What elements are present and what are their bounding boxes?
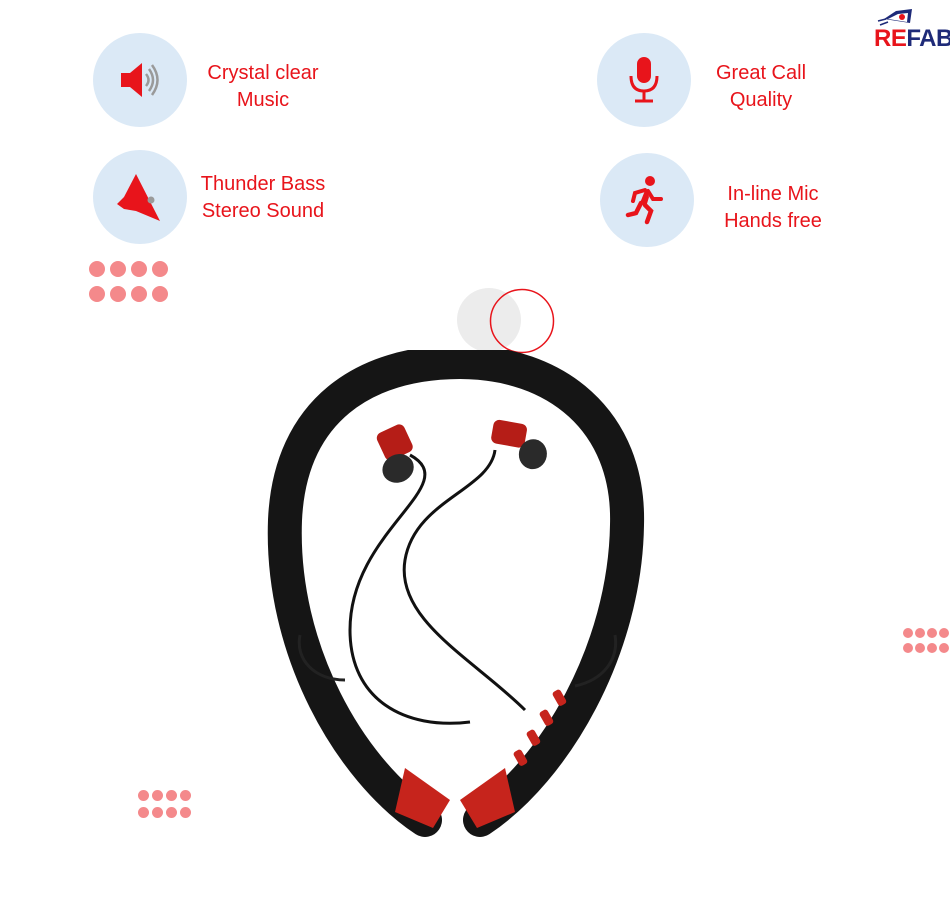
feature-line1: Thunder Bass	[200, 173, 326, 195]
logo-text-fab: FAB	[906, 25, 950, 52]
feature-icon-circle-music	[93, 33, 187, 127]
feature-icon-circle-bass	[93, 150, 187, 244]
decorative-dots-bottom-left	[138, 790, 191, 818]
feature-line2: Music	[236, 89, 290, 111]
feature-text-mic: In-line Mic Hands free	[712, 181, 834, 235]
neckband-earphones-image	[267, 350, 645, 837]
decorative-dots-right	[903, 628, 949, 653]
logo-text-re: RE	[874, 25, 907, 52]
feature-line1: Crystal clear	[207, 62, 319, 84]
running-person-icon	[625, 176, 663, 225]
feature-line2: Hands free	[724, 210, 822, 232]
microphone-icon	[629, 57, 659, 103]
feature-text-call: Great Call Quality	[700, 60, 822, 114]
decorative-circles	[457, 288, 555, 354]
feature-icon-circle-call	[597, 33, 691, 127]
speaker-volume-icon	[121, 63, 159, 97]
feature-line2: Stereo Sound	[201, 200, 325, 222]
feature-line1: In-line Mic	[727, 183, 819, 205]
logo-emblem-icon	[877, 9, 912, 26]
megaphone-icon	[117, 174, 160, 221]
feature-line2: Quality	[729, 89, 793, 111]
decorative-dots-top-left	[89, 261, 168, 302]
brand-logo: REFAB	[874, 5, 950, 55]
feature-icon-circle-mic	[600, 153, 694, 247]
feature-text-bass: Thunder Bass Stereo Sound	[192, 171, 334, 225]
feature-text-music: Crystal clear Music	[192, 60, 334, 114]
feature-line1: Great Call	[715, 62, 807, 84]
